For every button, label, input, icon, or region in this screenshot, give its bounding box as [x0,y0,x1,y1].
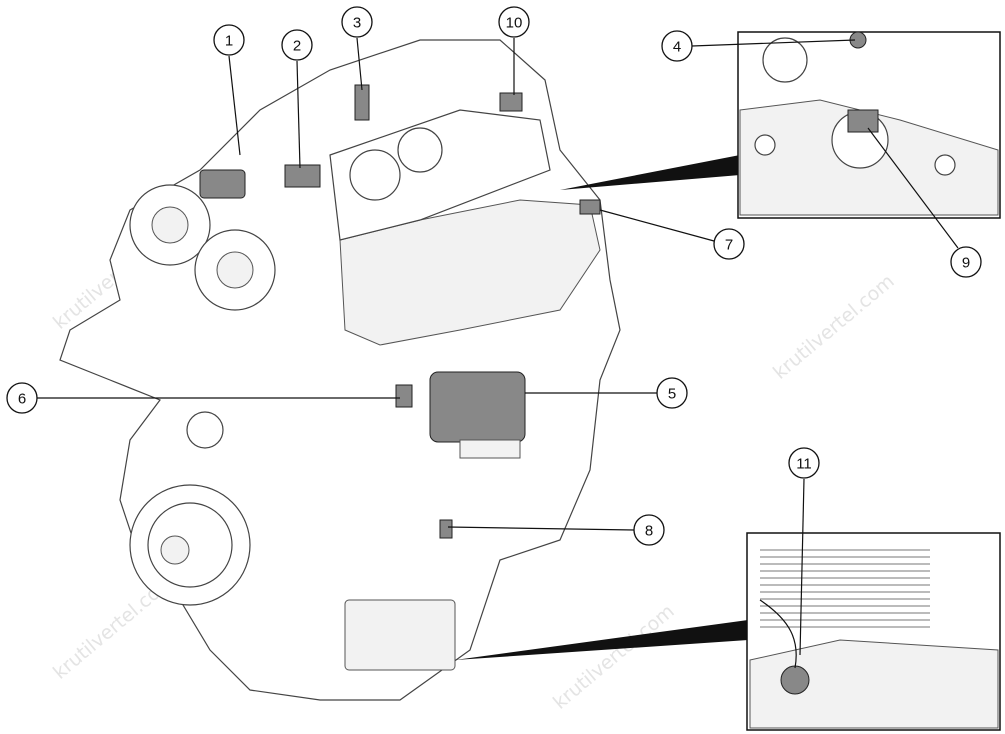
callout-number: 11 [796,456,812,473]
callout-number: 4 [673,39,681,56]
callout-number: 1 [225,33,233,50]
callout-number: 10 [506,15,523,32]
callout-circle [788,447,820,479]
callout-number: 6 [18,391,26,408]
callout-circle [498,6,530,38]
callout-1: 1 [213,24,245,56]
inset-detail-top [737,31,1001,219]
watermark-text: krutilvertel.com [769,270,899,384]
callout-9: 9 [950,246,982,278]
callout-number: 5 [668,386,676,403]
callout-8: 8 [633,514,665,546]
engine-illustration [59,39,621,701]
callout-number: 2 [293,38,301,55]
callout-circle [661,30,693,62]
inset-1-pointer [560,155,740,190]
callout-circle [656,377,688,409]
callout-number: 7 [725,237,733,254]
leader-lines [37,37,959,656]
inset-detail-bottom [746,532,1001,731]
callout-7: 7 [713,228,745,260]
callout-circle [213,24,245,56]
callout-circle [281,29,313,61]
callout-circle [633,514,665,546]
callout-layer: 1 2 3 4 5 6 7 8 9 10 11 [6,6,982,546]
callout-5: 5 [656,377,688,409]
callout-10: 10 [498,6,530,38]
callout-number: 9 [962,255,970,272]
inset-2-pointer [455,620,748,660]
callout-2: 2 [281,29,313,61]
callout-4: 4 [661,30,693,62]
callout-circle [950,246,982,278]
watermark-text: krutilvertel.com [549,600,679,714]
callout-number: 8 [645,523,653,540]
callout-number: 3 [353,15,361,32]
callout-6: 6 [6,382,38,414]
callout-circle [6,382,38,414]
callout-circle [341,6,373,38]
callout-3: 3 [341,6,373,38]
callout-circle [713,228,745,260]
callout-11: 11 [788,447,820,479]
